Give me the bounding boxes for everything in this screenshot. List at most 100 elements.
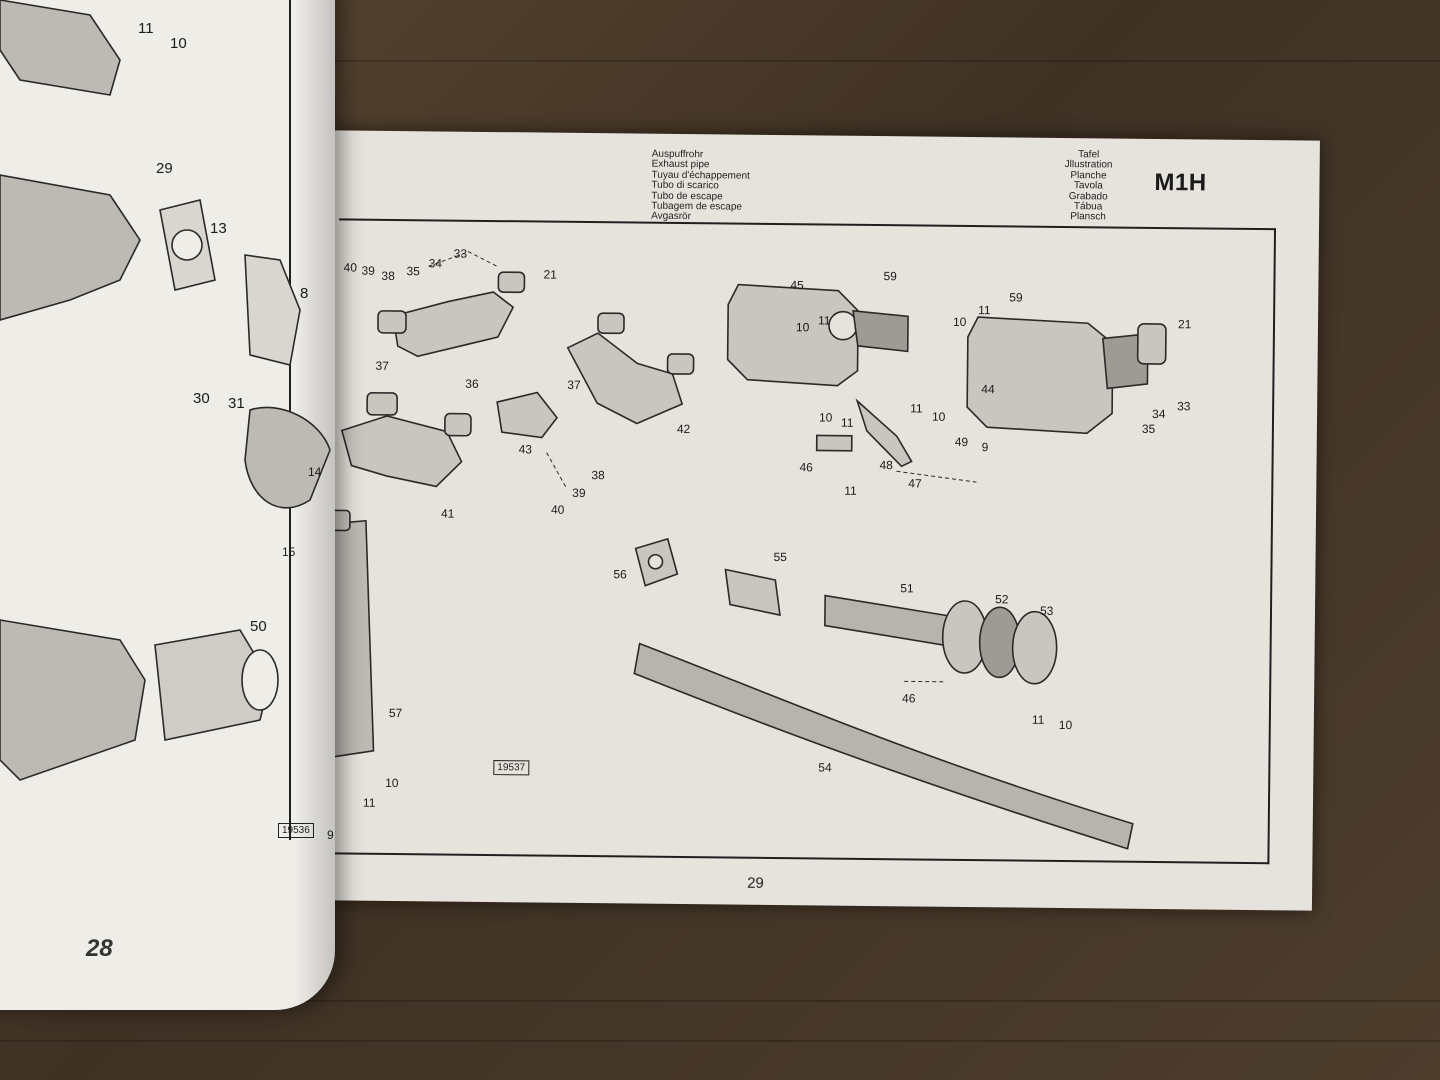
left-page: 11 10 29 13 8 30 31 14 15 50 9 19536 28 xyxy=(0,0,335,1010)
callout-11: 11 xyxy=(817,313,831,328)
pipe-bottom-drawing xyxy=(0,619,146,781)
muffler-pipe-drawing xyxy=(1101,333,1149,390)
pipe-51-drawing xyxy=(824,594,956,648)
manifold-drawing xyxy=(0,174,141,321)
left-callout-10: 10 xyxy=(170,35,187,52)
flange-53-drawing xyxy=(1011,610,1058,685)
callout-46: 46 xyxy=(799,460,813,475)
wood-grain xyxy=(0,1000,1440,1002)
left-callout-11: 11 xyxy=(138,20,154,37)
left-callout-31: 31 xyxy=(228,395,245,412)
pipe-top-drawing xyxy=(0,0,121,96)
left-callout-30: 30 xyxy=(193,390,210,407)
muffler-44-drawing xyxy=(966,316,1114,435)
left-callout-13: 13 xyxy=(210,220,227,237)
callout-44: 44 xyxy=(981,382,995,397)
callout-45: 45 xyxy=(790,278,804,293)
leader-line xyxy=(428,251,499,268)
left-callout-14: 14 xyxy=(308,465,322,479)
left-callout-9: 9 xyxy=(327,828,334,842)
flange-drawing xyxy=(1136,323,1167,365)
callout-49: 49 xyxy=(954,434,969,450)
callout-55: 55 xyxy=(773,549,787,565)
callout-59: 59 xyxy=(883,269,897,284)
callout-34: 34 xyxy=(428,256,443,271)
callout-11-right: 11 xyxy=(978,303,991,318)
flange-drawing xyxy=(366,391,398,416)
callout-34-right: 34 xyxy=(1152,406,1166,422)
callout-48: 48 xyxy=(879,458,893,473)
callout-52: 52 xyxy=(995,592,1009,607)
callout-21: 21 xyxy=(543,267,557,282)
callout-57: 57 xyxy=(388,705,403,721)
callout-37-mid: 37 xyxy=(567,377,581,392)
callout-11-bottom: 11 xyxy=(1031,712,1045,727)
callout-41: 41 xyxy=(440,506,455,521)
callout-10-right: 10 xyxy=(952,314,967,329)
gasket-hole-drawing xyxy=(647,553,664,570)
callout-10: 10 xyxy=(795,320,810,335)
right-page: Auspuffrohr Exhaust pipe Tuyau d'échappe… xyxy=(291,130,1320,911)
manifold-36-drawing xyxy=(392,291,515,358)
left-callout-15: 15 xyxy=(282,545,296,559)
heat-shield-14-drawing xyxy=(244,406,331,509)
callout-42: 42 xyxy=(676,421,691,437)
callout-33-right: 33 xyxy=(1177,399,1191,414)
flange-drawing xyxy=(377,310,407,334)
gasket-hole-drawing xyxy=(171,229,203,261)
callout-37: 37 xyxy=(375,358,389,373)
left-page-number: 28 xyxy=(86,935,113,962)
flange-43-drawing xyxy=(496,391,559,439)
flange-drawing xyxy=(444,412,472,437)
callout-59-right: 59 xyxy=(1009,290,1023,305)
sleeve-55-drawing xyxy=(724,568,781,617)
callout-10-mid: 10 xyxy=(818,410,833,425)
muffler-pipe-drawing xyxy=(852,309,909,353)
callout-33: 33 xyxy=(453,246,468,261)
muffler-45-drawing xyxy=(726,283,859,387)
callout-46-low: 46 xyxy=(902,691,916,706)
callout-40: 40 xyxy=(343,260,357,275)
left-callout-8: 8 xyxy=(300,285,309,302)
callout-40-mid: 40 xyxy=(550,502,565,517)
callout-11-tube: 11 xyxy=(362,795,376,810)
plate-13-drawing xyxy=(244,254,301,366)
bracket-48-drawing xyxy=(815,434,853,452)
callout-10-tube: 10 xyxy=(385,775,399,791)
callout-51: 51 xyxy=(900,581,914,596)
manifold-41-drawing xyxy=(340,415,463,488)
manifold-42-drawing xyxy=(566,332,684,425)
callout-38-mid: 38 xyxy=(591,468,605,483)
page-number: 29 xyxy=(747,874,764,892)
callout-53: 53 xyxy=(1039,603,1054,618)
clamp-opening-drawing xyxy=(241,649,279,711)
callout-11-mid: 11 xyxy=(840,415,854,430)
callout-9: 9 xyxy=(981,440,989,455)
callout-54: 54 xyxy=(818,760,832,775)
wood-grain xyxy=(0,60,1440,62)
bracket-47-drawing xyxy=(855,398,913,468)
callout-35-right: 35 xyxy=(1141,421,1156,436)
flange-drawing xyxy=(497,271,526,294)
callout-47: 47 xyxy=(908,476,922,491)
drawing-reference-box: 19537 xyxy=(493,760,530,776)
exploded-view-drawing xyxy=(315,251,1167,850)
left-callout-50: 50 xyxy=(250,618,267,635)
leader-line xyxy=(546,452,567,489)
muffler-outlet-drawing xyxy=(828,310,858,341)
hose-54-drawing xyxy=(633,642,1134,850)
flange-drawing xyxy=(597,312,625,335)
callout-56: 56 xyxy=(613,567,627,582)
left-callout-29: 29 xyxy=(156,160,173,177)
callout-10-bottom: 10 xyxy=(1058,717,1073,733)
flange-drawing xyxy=(666,353,695,375)
left-exploded-view-drawing xyxy=(0,0,331,781)
callout-38: 38 xyxy=(381,268,395,284)
callout-35: 35 xyxy=(406,264,420,279)
callout-10-mid-right: 10 xyxy=(931,409,946,424)
callout-11-low: 11 xyxy=(844,483,857,498)
left-drawing-reference-box: 19536 xyxy=(278,823,314,838)
wood-grain xyxy=(0,1040,1440,1042)
callout-39: 39 xyxy=(361,263,375,278)
callout-39-mid: 39 xyxy=(572,485,586,501)
